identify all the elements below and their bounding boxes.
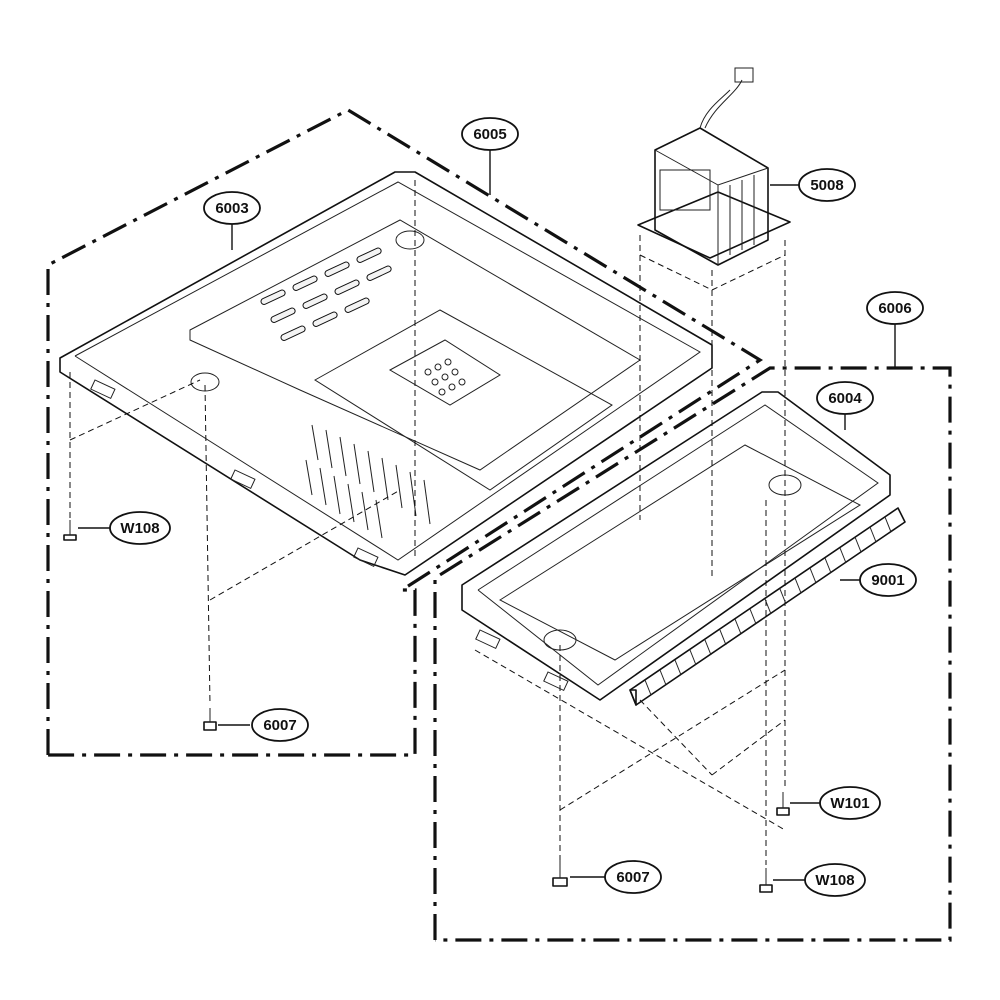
callout-label: W101 — [830, 795, 869, 812]
group-boundary-6005 — [46, 108, 764, 757]
callout-label: 6005 — [473, 126, 506, 143]
leader-lines — [78, 150, 896, 881]
callout-label: 6006 — [878, 300, 911, 317]
vent-slots — [260, 247, 392, 341]
assembly-lines — [69, 180, 786, 865]
callout-label: 9001 — [871, 572, 904, 589]
callout-label: 6003 — [215, 200, 248, 217]
callout-w108-right: W108 — [804, 863, 866, 897]
foam-strip-9001 — [629, 507, 906, 706]
callout-label: 6007 — [263, 717, 296, 734]
group-boundary-6006 — [433, 366, 952, 942]
callout-6003: 6003 — [203, 191, 261, 225]
callout-w108-left: W108 — [109, 511, 171, 545]
base-plate-6003 — [59, 171, 713, 576]
side-louvres — [305, 424, 431, 539]
callout-label: W108 — [815, 872, 854, 889]
callout-9001: 9001 — [859, 563, 917, 597]
callout-6004: 6004 — [816, 381, 874, 415]
transformer-5008 — [637, 67, 791, 266]
callout-6005: 6005 — [461, 117, 519, 151]
callout-w101: W101 — [819, 786, 881, 820]
callout-label: 6007 — [616, 869, 649, 886]
screw-icon — [63, 520, 77, 541]
screw-icon — [776, 792, 790, 816]
callout-label: 6004 — [828, 390, 862, 407]
screw-icon — [203, 708, 217, 731]
callout-6007-left: 6007 — [251, 708, 309, 742]
hole-grid — [424, 358, 466, 396]
callout-5008: 5008 — [798, 168, 856, 202]
callout-label: 5008 — [810, 177, 843, 194]
callout-6007-right: 6007 — [604, 860, 662, 894]
screw-icon — [759, 868, 773, 893]
screw-icon — [552, 860, 568, 887]
callout-6006: 6006 — [866, 291, 924, 325]
tray-6004 — [461, 391, 891, 701]
callout-label: W108 — [120, 520, 159, 537]
